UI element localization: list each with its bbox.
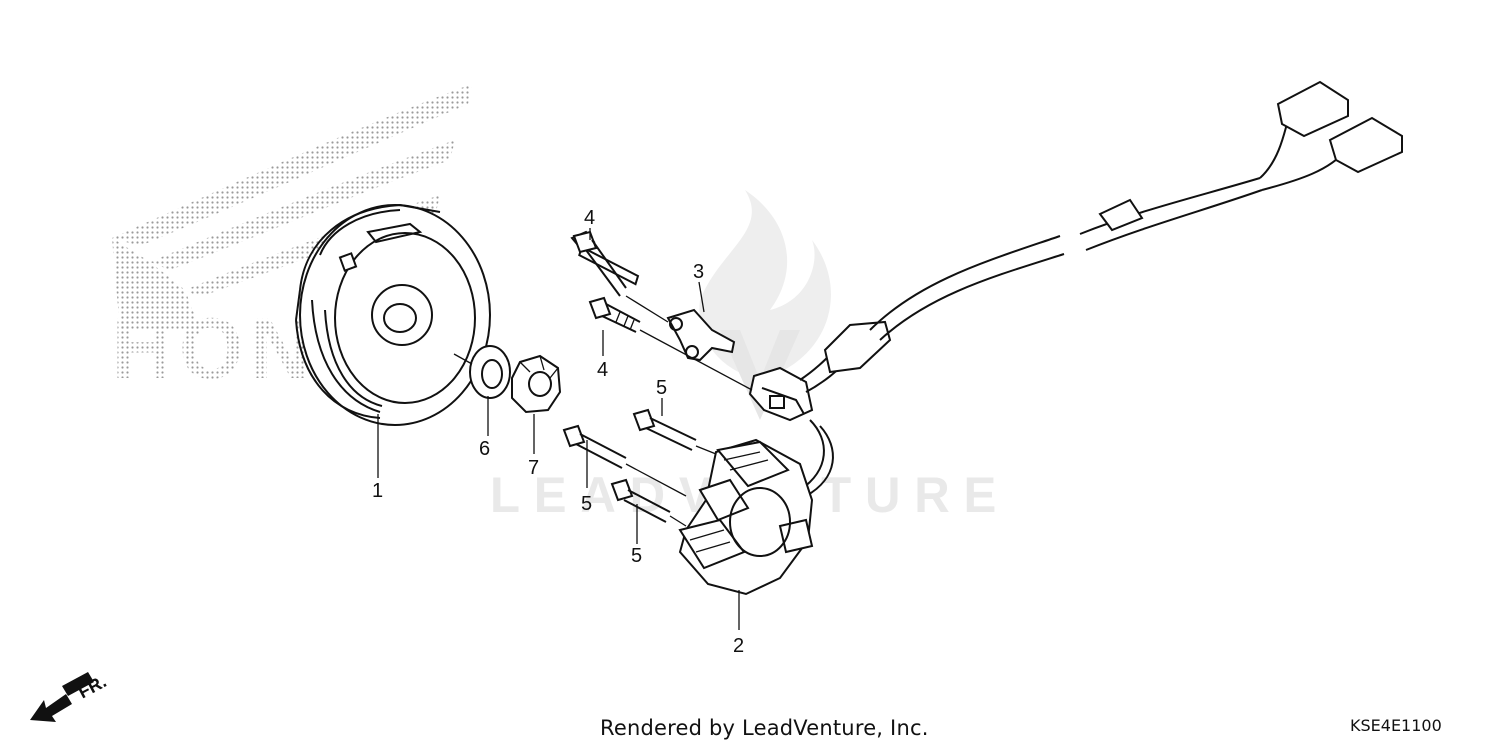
callout-1: 1: [372, 480, 383, 502]
callout-5-a: 5: [656, 377, 667, 399]
washer-part: [469, 345, 511, 399]
stator-bolt-b-part: [562, 424, 627, 469]
callout-4-upper: 4: [584, 207, 595, 229]
clamp-part: [666, 308, 736, 362]
front-direction-label: FR.: [75, 671, 110, 702]
flywheel-part: [295, 203, 491, 426]
bolt-lower-part: [588, 296, 641, 333]
callout-6: 6: [479, 438, 490, 460]
nut-part: [511, 354, 562, 414]
callout-3: 3: [693, 261, 704, 283]
callout-5-c: 5: [631, 545, 642, 567]
leader-lines: [453, 295, 753, 527]
stator-bolt-c-part: [610, 478, 671, 523]
callout-2: 2: [733, 635, 744, 657]
callout-5-b: 5: [581, 493, 592, 515]
rendered-by-credit: Rendered by LeadVenture, Inc.: [600, 716, 929, 740]
callout-4-lower: 4: [597, 359, 608, 381]
pulse-generator-part: [748, 366, 814, 422]
stator-bolt-a-part: [632, 408, 697, 451]
stator-part: [678, 438, 814, 596]
front-direction-arrow: FR.: [30, 671, 110, 722]
wire-harness: [799, 80, 1403, 497]
callout-leaders: [377, 228, 740, 630]
diagram-code: KSE4E1100: [1350, 716, 1442, 735]
callout-7: 7: [528, 457, 539, 479]
